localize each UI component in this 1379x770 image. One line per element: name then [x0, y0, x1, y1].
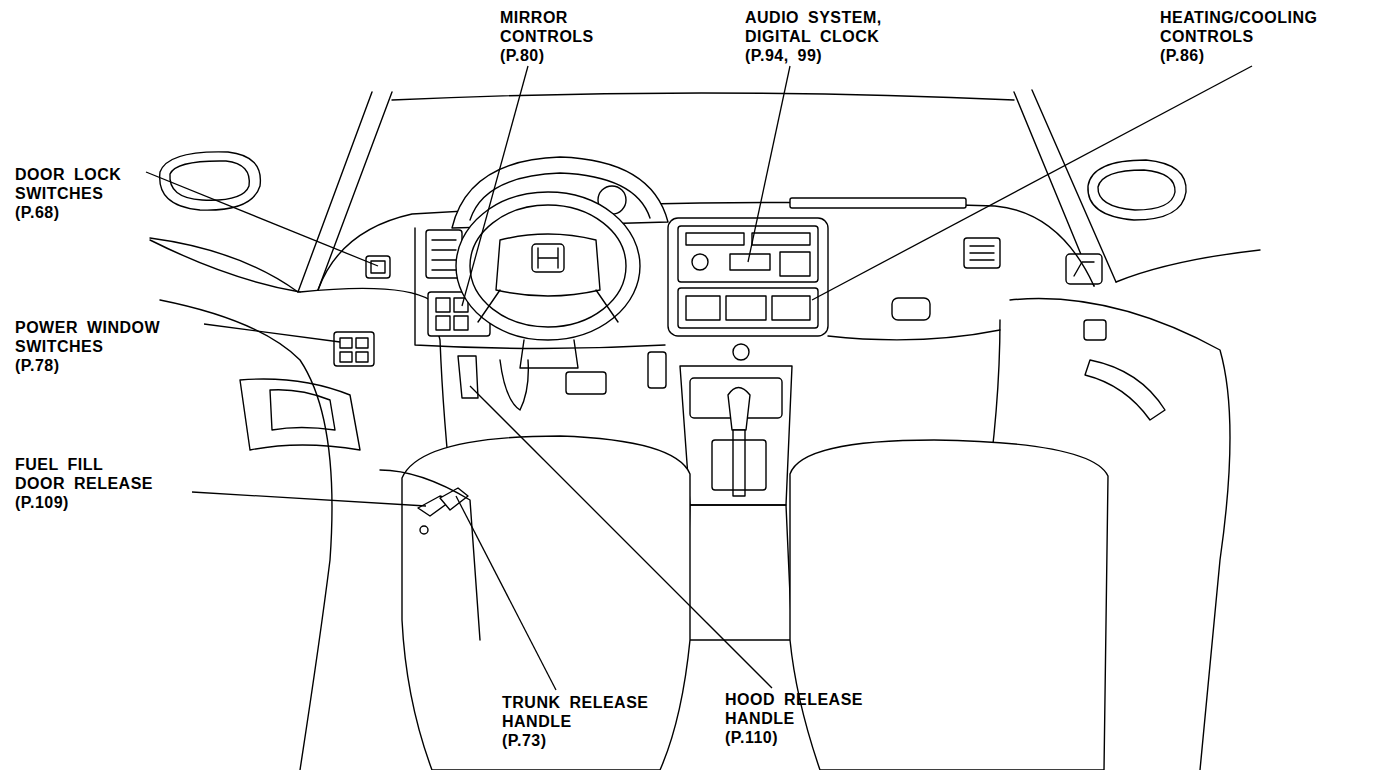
passenger-door-handle — [1074, 262, 1094, 276]
floor-sill — [380, 470, 480, 640]
right-mirror-glass — [1098, 170, 1175, 210]
climate-control — [686, 296, 720, 320]
passenger-door-pull — [1085, 360, 1165, 420]
page-reference: (P.109) — [15, 493, 69, 512]
callout-label: MIRROR CONTROLS — [500, 8, 620, 46]
cassette-slot — [686, 233, 744, 245]
callout-label: HEATING/COOLING CONTROLS — [1160, 8, 1350, 46]
climate-control — [726, 296, 766, 320]
callout-label: TRUNK RELEASE HANDLE — [502, 693, 677, 731]
page-reference: (P.110) — [725, 728, 778, 747]
driver-door-panel — [160, 300, 332, 770]
passenger-door-lock — [1066, 254, 1102, 284]
page-reference: (P.73) — [502, 731, 547, 750]
right-air-vent — [964, 238, 1000, 268]
leader-line — [812, 66, 1252, 300]
callout-label: POWER WINDOW SWITCHES — [15, 318, 190, 356]
passenger-seat — [790, 440, 1108, 770]
under-dash-panel — [500, 360, 528, 410]
audio-display — [780, 252, 810, 276]
steering-spokes — [478, 290, 618, 322]
center-console — [680, 366, 792, 505]
shift-gate — [712, 440, 766, 490]
steering-wheel-inner — [470, 205, 626, 327]
passenger-window-switch — [1084, 320, 1106, 340]
left-a-pillar — [298, 92, 392, 292]
floor-bolt — [420, 526, 428, 534]
windshield-top — [392, 93, 1014, 100]
window-switch — [356, 338, 368, 348]
brake-pedal — [566, 372, 606, 394]
audio-buttons — [752, 233, 810, 245]
driver-door-top — [150, 240, 300, 292]
honda-emblem — [538, 248, 558, 268]
console-armrest — [686, 505, 792, 640]
page-reference: (P.78) — [15, 356, 60, 375]
callout-label: DOOR LOCK SWITCHES — [15, 165, 145, 203]
steering-wheel-hub — [496, 234, 600, 296]
window-switch — [340, 352, 352, 362]
dashboard-top — [318, 202, 1094, 290]
glove-box-latch — [892, 298, 930, 320]
audio-knob — [692, 254, 708, 270]
page-reference: (P.94, 99) — [745, 46, 822, 65]
leader-line — [456, 496, 556, 690]
window-switch — [356, 352, 368, 362]
audio-unit — [678, 226, 818, 282]
shift-knob — [728, 388, 750, 431]
window-switch — [340, 338, 352, 348]
emblem-frame — [532, 244, 564, 272]
accelerator-pedal — [648, 352, 666, 388]
driver-door-pull — [240, 379, 360, 450]
hazard-button — [733, 344, 749, 360]
center-stack — [668, 218, 828, 336]
left-mirror-glass — [170, 161, 249, 200]
leader-line — [462, 66, 528, 306]
leader-line — [192, 492, 426, 506]
defroster-vent — [790, 198, 966, 208]
leader-line — [470, 386, 772, 688]
climate-control — [772, 296, 810, 320]
page-reference: (P.68) — [15, 203, 60, 222]
callout-label: AUDIO SYSTEM, DIGITAL CLOCK — [745, 8, 900, 46]
left-side-mirror — [160, 152, 261, 210]
callout-label: FUEL FILL DOOR RELEASE — [15, 455, 157, 493]
leader-line — [748, 66, 790, 262]
leader-line — [204, 324, 340, 342]
power-window-switch-panel — [334, 332, 374, 366]
clock-display — [730, 254, 770, 270]
door-lock-button — [371, 261, 385, 273]
callout-label: HOOD RELEASE HANDLE — [725, 690, 895, 728]
panel-switch — [436, 316, 450, 330]
vent-slats — [970, 246, 994, 260]
panel-switch — [454, 316, 468, 330]
passenger-dash-lower — [828, 330, 1000, 340]
door-lock-switch — [366, 256, 390, 278]
page-reference: (P.80) — [500, 46, 545, 65]
vent-slats — [432, 240, 456, 270]
steering-wheel-rim — [456, 192, 640, 340]
leader-line — [146, 172, 378, 266]
page-reference: (P.86) — [1160, 46, 1205, 65]
driver-door-handle-recess — [270, 390, 335, 430]
climate-panel — [678, 288, 818, 328]
mirror-control-switch — [436, 298, 450, 312]
right-side-mirror — [1088, 160, 1186, 220]
